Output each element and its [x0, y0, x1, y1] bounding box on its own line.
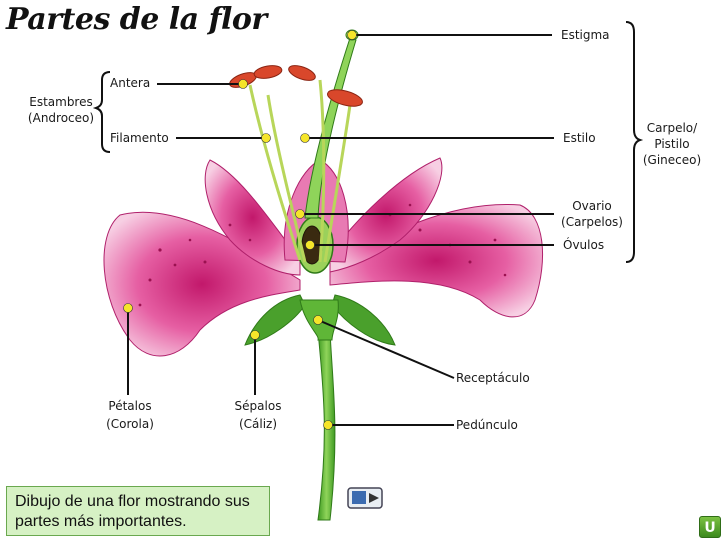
label-corola: (Corola) — [106, 417, 154, 431]
petal-upper-left — [204, 159, 301, 276]
next-button[interactable]: U — [699, 516, 721, 538]
caption-box: Dibujo de una flor mostrando sus partes … — [6, 486, 270, 536]
label-carpelo: Carpelo/ — [646, 121, 698, 135]
label-gineceo: (Gineceo) — [642, 153, 702, 167]
anther-3 — [288, 65, 316, 81]
caption-line-2: partes más importantes. — [15, 513, 187, 530]
label-pistilo: Pistilo — [654, 137, 690, 151]
petal-left — [103, 211, 301, 357]
page-title: Partes de la flor — [6, 2, 267, 37]
label-ovulos: Óvulos — [563, 238, 605, 252]
pointer-dots — [123, 30, 357, 430]
filament-1 — [248, 84, 302, 261]
label-caliz: (Cáliz) — [238, 417, 278, 431]
label-estilo: Estilo — [563, 131, 596, 145]
label-petalos: Pétalos — [108, 399, 152, 413]
label-sepalos: Sépalos — [234, 399, 282, 413]
petal-right — [329, 204, 544, 318]
filament-3 — [318, 79, 326, 263]
label-pedunculo: Pedúnculo — [456, 418, 518, 432]
bracket-carpelo — [625, 21, 644, 263]
label-antera: Antera — [110, 76, 151, 90]
label-estigma: Estigma — [561, 28, 610, 42]
bracket-estambres — [92, 71, 111, 153]
label-androceo: (Androceo) — [27, 111, 95, 125]
caption-line-1: Dibujo de una flor mostrando sus — [15, 493, 250, 510]
pointer-lines — [127, 34, 554, 426]
anther-4 — [327, 89, 363, 107]
label-ovario: Ovario — [572, 199, 612, 213]
filament-4 — [323, 104, 352, 263]
label-carpelos: (Carpelos) — [561, 215, 623, 229]
sepal-left — [244, 294, 306, 346]
sepal-right — [331, 294, 396, 346]
label-estambres: Estambres — [29, 95, 93, 109]
label-filamento: Filamento — [110, 131, 169, 145]
label-receptaculo: Receptáculo — [456, 371, 530, 385]
image-icon[interactable] — [347, 487, 383, 509]
filament-2 — [266, 94, 307, 263]
anther-2 — [253, 65, 283, 79]
